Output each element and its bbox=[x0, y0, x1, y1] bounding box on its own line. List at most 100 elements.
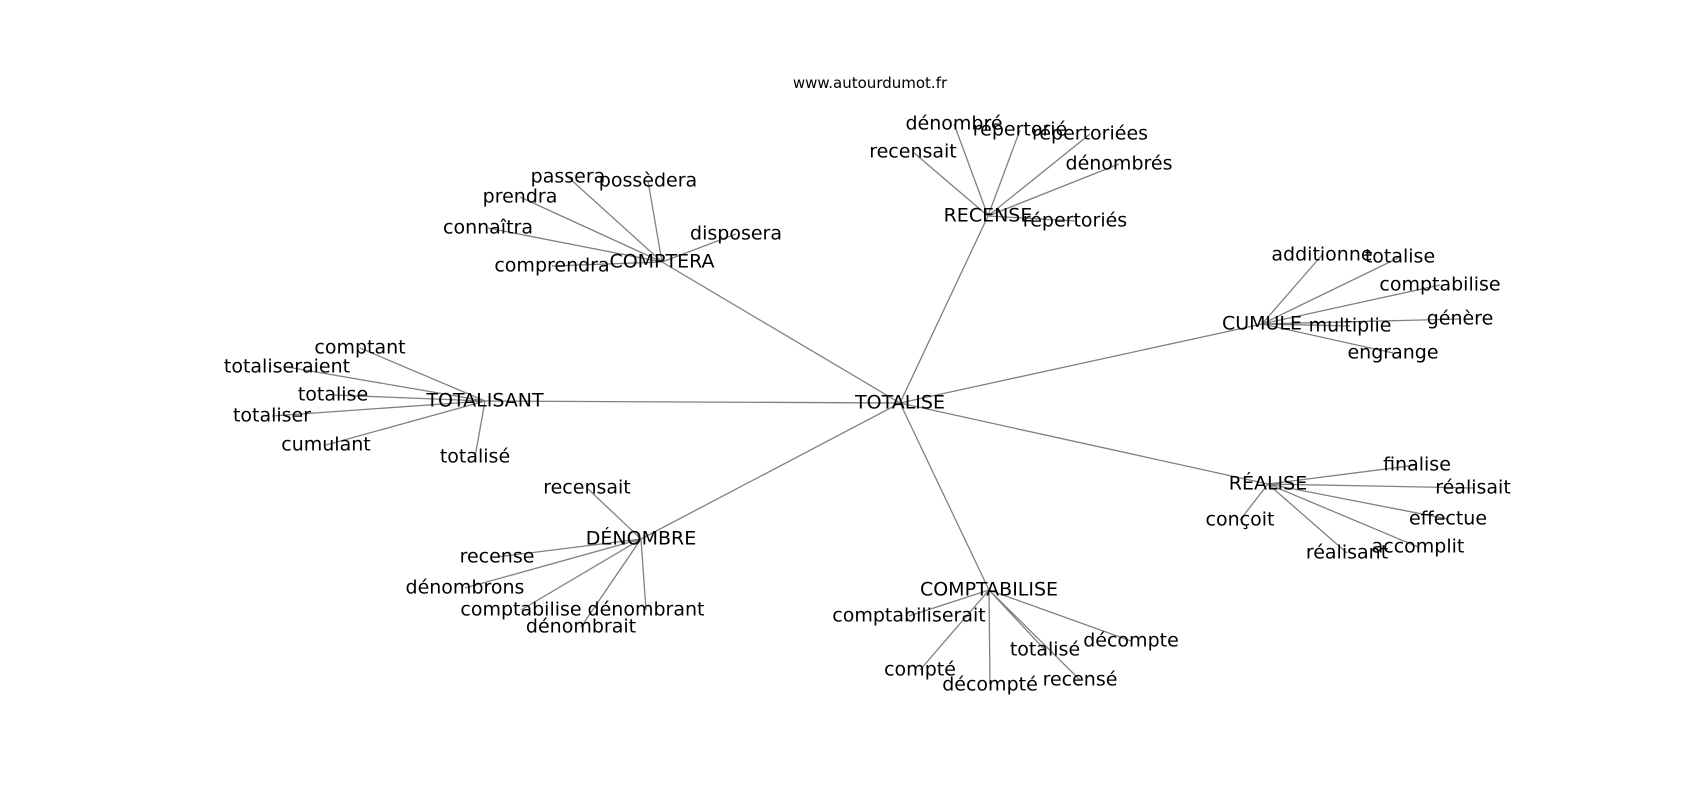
edge-denombre-comptabilise bbox=[520, 538, 642, 611]
node-hub-totalisant[interactable]: TOTALISANT bbox=[425, 390, 544, 412]
edge-cumule-multiplie bbox=[1261, 323, 1351, 327]
node-leaf-finalise[interactable]: finalise bbox=[1383, 454, 1451, 476]
node-leaf-concoit[interactable]: conçoit bbox=[1206, 509, 1275, 531]
edge-denombre-denombrait bbox=[580, 538, 642, 628]
node-leaf-multiplie[interactable]: multiplie bbox=[1309, 315, 1392, 337]
edge-recense-denombres bbox=[987, 163, 1120, 217]
edge-comptera-disposera bbox=[661, 233, 737, 263]
edge-cumule-additionne bbox=[1261, 254, 1323, 325]
node-leaf-totaliseraient[interactable]: totaliseraient bbox=[224, 356, 350, 378]
node-center-totalise[interactable]: TOTALISE bbox=[854, 392, 945, 414]
node-leaf-additionne[interactable]: additionne bbox=[1271, 244, 1372, 266]
edge-realise-accomplit bbox=[1267, 483, 1419, 548]
node-leaf-connaitra[interactable]: connaîtra bbox=[443, 217, 533, 239]
node-leaf-cumulant[interactable]: cumulant bbox=[281, 434, 370, 456]
node-leaf-passera[interactable]: passera bbox=[531, 166, 606, 188]
edge-comptabilise-recense bbox=[988, 589, 1081, 681]
edge-totalisant-totaliser bbox=[271, 400, 486, 417]
node-hub-comptera[interactable]: COMPTERA bbox=[609, 251, 714, 273]
edge-comptera-connaitra bbox=[487, 227, 663, 263]
edge-totalisant-totalise bbox=[332, 394, 486, 402]
node-leaf-decompte[interactable]: décompte bbox=[1083, 630, 1179, 652]
node-hub-realise[interactable]: RÉALISE bbox=[1229, 472, 1307, 495]
node-hub-comptabilise[interactable]: COMPTABILISE bbox=[920, 579, 1058, 601]
node-leaf-totalise[interactable]: totalisé bbox=[1010, 639, 1080, 661]
node-leaf-recense[interactable]: recensé bbox=[1043, 669, 1118, 691]
edge-denombre-denombrant bbox=[640, 538, 647, 611]
node-leaf-totalise[interactable]: totalise bbox=[298, 384, 368, 406]
node-leaf-compte[interactable]: compté bbox=[884, 659, 956, 681]
node-leaf-totalise[interactable]: totalise bbox=[1365, 246, 1435, 268]
node-leaf-denombres[interactable]: dénombrés bbox=[1066, 153, 1173, 175]
edge-comptabilise-comptabiliserait bbox=[908, 589, 990, 617]
edge-totalisant-cumulant bbox=[325, 400, 486, 446]
edge-comptabilise-decompte bbox=[988, 589, 1132, 642]
node-leaf-comptabilise[interactable]: comptabilise bbox=[1379, 274, 1500, 296]
node-leaf-possedera[interactable]: possèdera bbox=[599, 170, 697, 192]
edge-denombre-recense bbox=[496, 538, 642, 558]
node-leaf-totaliser[interactable]: totaliser bbox=[233, 405, 311, 427]
node-hub-cumule[interactable]: CUMULE bbox=[1222, 313, 1302, 335]
node-leaf-comptant[interactable]: comptant bbox=[314, 337, 405, 359]
node-hub-recense[interactable]: RECENSE bbox=[944, 205, 1033, 227]
node-hub-denombre[interactable]: DÉNOMBRE bbox=[586, 527, 696, 550]
edge-recense-recensait bbox=[912, 151, 989, 217]
node-leaf-recensait[interactable]: recensait bbox=[543, 477, 631, 499]
watermark-text: www.autourdumot.fr bbox=[793, 74, 948, 92]
node-leaf-genere[interactable]: génère bbox=[1427, 308, 1494, 330]
node-leaf-accomplit[interactable]: accomplit bbox=[1372, 536, 1465, 558]
edge-center-comptera bbox=[661, 261, 901, 404]
node-leaf-denombre[interactable]: dénombré bbox=[905, 113, 1002, 135]
edge-denombre-denombrons bbox=[464, 538, 642, 589]
edge-recense-repertories bbox=[987, 215, 1076, 222]
edge-comptera-passera bbox=[567, 176, 663, 263]
edge-cumule-engrange bbox=[1261, 323, 1394, 354]
edge-realise-realisait bbox=[1267, 483, 1474, 489]
node-leaf-prendra[interactable]: prendra bbox=[483, 186, 558, 208]
node-leaf-recensait[interactable]: recensait bbox=[869, 141, 957, 163]
node-leaf-repertories[interactable]: répertoriés bbox=[1023, 210, 1127, 232]
edge-comptera-prendra bbox=[519, 196, 663, 263]
edge-totalisant-comptant bbox=[359, 347, 486, 402]
node-leaf-comprendra[interactable]: comprendra bbox=[494, 255, 609, 277]
node-leaf-repertoriees[interactable]: répertoriées bbox=[1032, 123, 1148, 145]
edge-totalisant-totalise bbox=[474, 400, 486, 458]
node-leaf-repertorie[interactable]: répertorié bbox=[973, 119, 1068, 141]
edge-denombre-recensait bbox=[586, 487, 642, 540]
node-leaf-denombrons[interactable]: dénombrons bbox=[406, 577, 525, 599]
edge-center-totalisant bbox=[484, 400, 901, 404]
edge-comptera-possedera bbox=[647, 180, 663, 263]
edge-center-recense bbox=[899, 215, 989, 404]
edge-realise-realisant bbox=[1267, 483, 1348, 554]
edge-totalisant-totaliseraient bbox=[286, 366, 486, 402]
edge-recense-repertoriees bbox=[987, 133, 1091, 217]
edge-comptabilise-decompte bbox=[988, 589, 991, 686]
node-leaf-comptabilise[interactable]: comptabilise bbox=[460, 599, 581, 621]
edge-center-denombre bbox=[640, 402, 901, 540]
edge-center-comptabilise bbox=[899, 402, 990, 591]
node-leaf-realisant[interactable]: réalisant bbox=[1306, 542, 1388, 564]
node-leaf-realisait[interactable]: réalisait bbox=[1435, 477, 1511, 499]
edge-cumule-comptabilise bbox=[1261, 284, 1441, 325]
node-leaf-recense[interactable]: recense bbox=[460, 546, 535, 568]
edge-comptabilise-compte bbox=[919, 589, 990, 671]
node-leaf-disposera[interactable]: disposera bbox=[690, 223, 782, 245]
edge-center-cumule bbox=[899, 323, 1263, 404]
edge-comptera-comprendra bbox=[551, 261, 663, 267]
edge-recense-repertorie bbox=[987, 129, 1021, 217]
edge-cumule-totalise bbox=[1261, 256, 1401, 325]
node-leaf-totalise[interactable]: totalisé bbox=[440, 446, 510, 468]
node-leaf-denombrant[interactable]: dénombrant bbox=[588, 599, 705, 621]
node-leaf-denombrait[interactable]: dénombrait bbox=[526, 616, 636, 638]
node-leaf-decompte[interactable]: décompté bbox=[942, 674, 1038, 696]
node-leaf-comptabiliserait[interactable]: comptabiliserait bbox=[832, 605, 985, 627]
edge-realise-concoit bbox=[1239, 483, 1269, 521]
edge-realise-effectue bbox=[1267, 483, 1449, 520]
edge-center-realise bbox=[899, 402, 1269, 485]
edges-layer bbox=[271, 123, 1474, 686]
edge-recense-denombre bbox=[953, 123, 989, 217]
node-leaf-engrange[interactable]: engrange bbox=[1347, 342, 1438, 364]
labels-layer: TOTALISE TOTALISANT comptanttotaliseraient… bbox=[224, 113, 1511, 696]
node-leaf-effectue[interactable]: effectue bbox=[1409, 508, 1487, 530]
